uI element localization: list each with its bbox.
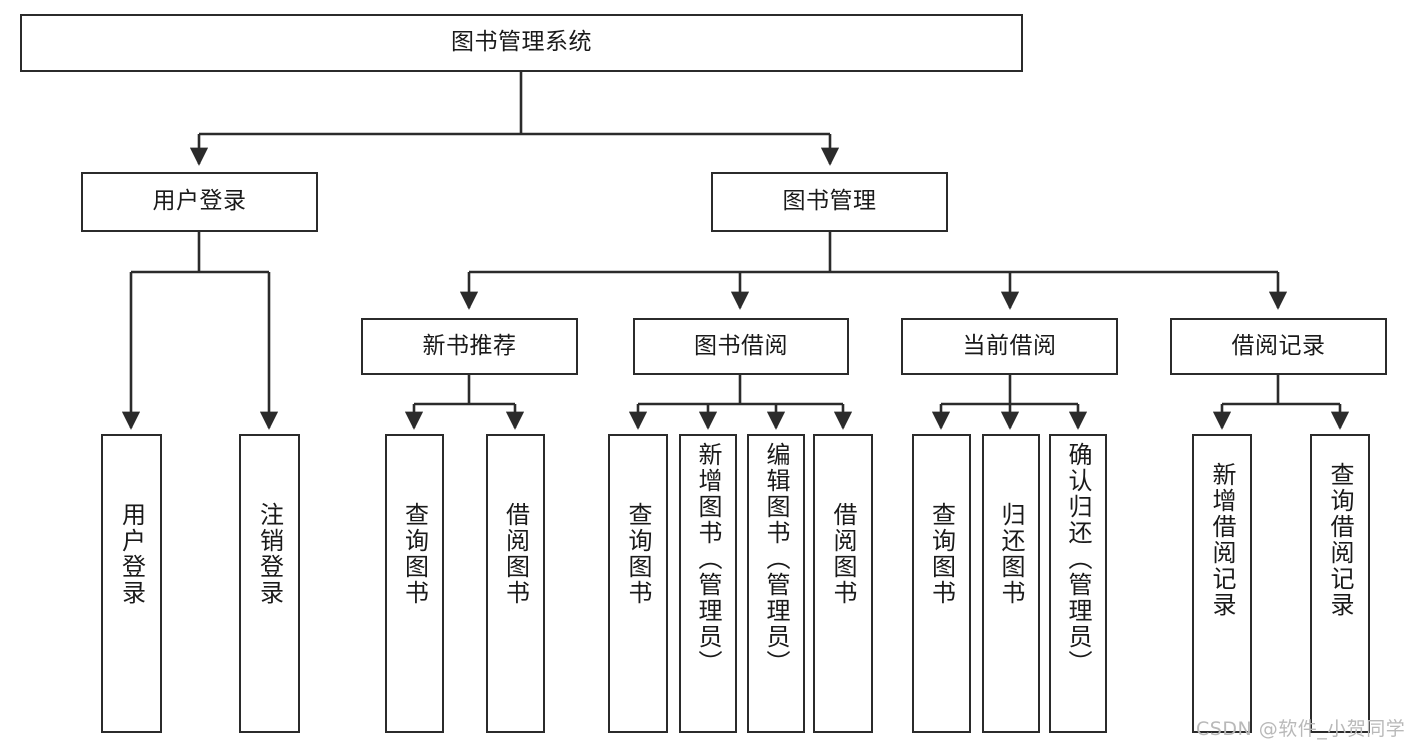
node-leaf-query-book-2-label: 查询图书 [624, 502, 652, 606]
node-leaf-query-book-1-label: 查询图书 [400, 502, 429, 606]
node-leaf-add-book[interactable]: 新增图书（管理员） [679, 434, 737, 733]
node-root-label: 图书管理系统 [451, 29, 592, 56]
csdn-watermark: CSDN @软件_小贺同学 [1196, 718, 1405, 740]
node-book-borrow[interactable]: 图书借阅 [633, 318, 849, 375]
node-leaf-query-record-label: 查询借阅记录 [1326, 462, 1354, 618]
node-current-borrow-label: 当前借阅 [962, 332, 1057, 359]
node-leaf-borrow-book-1[interactable]: 借阅图书 [486, 434, 545, 733]
node-leaf-query-book-1[interactable]: 查询图书 [385, 434, 444, 733]
node-leaf-edit-book-label: 编辑图书（管理员） [762, 442, 790, 676]
node-leaf-user-login-label: 用户登录 [117, 502, 146, 606]
node-borrow-record-label: 借阅记录 [1231, 332, 1326, 359]
node-book-management[interactable]: 图书管理 [711, 172, 948, 232]
node-leaf-borrow-book-2-label: 借阅图书 [829, 502, 857, 606]
node-root[interactable]: 图书管理系统 [20, 14, 1023, 72]
node-leaf-user-logout[interactable]: 注销登录 [239, 434, 300, 733]
node-leaf-add-book-label: 新增图书（管理员） [694, 442, 722, 676]
node-leaf-query-book-2[interactable]: 查询图书 [608, 434, 668, 733]
node-leaf-user-login[interactable]: 用户登录 [101, 434, 162, 733]
node-leaf-user-logout-label: 注销登录 [255, 502, 284, 606]
node-book-management-label: 图书管理 [782, 188, 877, 215]
node-current-borrow[interactable]: 当前借阅 [901, 318, 1118, 375]
node-leaf-query-book-3-label: 查询图书 [927, 502, 956, 606]
node-leaf-borrow-book-1-label: 借阅图书 [501, 502, 530, 606]
node-user-login-label: 用户登录 [152, 188, 247, 215]
node-user-login[interactable]: 用户登录 [81, 172, 318, 232]
node-leaf-add-record[interactable]: 新增借阅记录 [1192, 434, 1252, 733]
node-new-book-recommend-label: 新书推荐 [422, 332, 517, 359]
node-leaf-return-book-label: 归还图书 [997, 502, 1025, 606]
node-leaf-confirm-return-label: 确认归还（管理员） [1064, 442, 1092, 676]
node-book-borrow-label: 图书借阅 [694, 332, 788, 359]
node-leaf-query-record[interactable]: 查询借阅记录 [1310, 434, 1370, 733]
node-leaf-return-book[interactable]: 归还图书 [982, 434, 1040, 733]
node-borrow-record[interactable]: 借阅记录 [1170, 318, 1387, 375]
node-leaf-add-record-label: 新增借阅记录 [1208, 462, 1236, 618]
node-leaf-borrow-book-2[interactable]: 借阅图书 [813, 434, 873, 733]
node-leaf-confirm-return[interactable]: 确认归还（管理员） [1049, 434, 1107, 733]
node-leaf-query-book-3[interactable]: 查询图书 [912, 434, 971, 733]
node-new-book-recommend[interactable]: 新书推荐 [361, 318, 578, 375]
node-leaf-edit-book[interactable]: 编辑图书（管理员） [747, 434, 805, 733]
